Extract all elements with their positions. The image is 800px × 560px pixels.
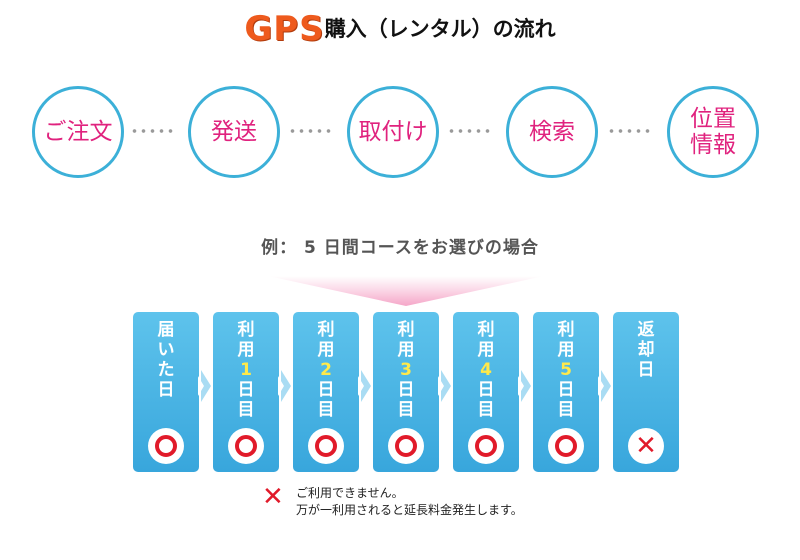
cross-icon: ✕ [262, 482, 284, 512]
example-caption: 例： 5 日間コースをお選びの場合 [261, 238, 539, 258]
dotted-connector [130, 129, 174, 133]
day-char: 用 [477, 340, 495, 360]
note-line-1: ご利用できません。 [296, 486, 404, 500]
chevron-right-icon [518, 370, 531, 402]
circle-icon [315, 435, 337, 457]
dotted-connector [288, 129, 332, 133]
day-char: 日 [237, 380, 255, 400]
day-char: 用 [397, 340, 415, 360]
step-label: 発送 [211, 118, 257, 145]
page-title: GPS購入（レンタル）の流れ [0, 12, 800, 46]
day-char: た [157, 360, 175, 380]
cross-icon: ✕ [635, 431, 657, 461]
note-line-2: 万が一利用されると延長料金発生します。 [296, 503, 523, 517]
day-char: 利 [317, 320, 335, 340]
dotted-connector [607, 129, 651, 133]
mark-badge [308, 428, 344, 464]
chevron-right-icon [598, 370, 611, 402]
step-shipping: 発送 [188, 86, 280, 178]
funnel-arrow [268, 276, 544, 306]
day-label: 返却日 [613, 320, 679, 380]
mark-badge [148, 428, 184, 464]
day-char: 日 [477, 380, 495, 400]
day-char: 目 [317, 400, 335, 420]
dotted-connector [447, 129, 491, 133]
day-number: 5 [560, 360, 572, 380]
day-char: 日 [397, 380, 415, 400]
step-label: 取付け [358, 118, 428, 145]
chevron-right-icon [278, 370, 291, 402]
day-char: 日 [157, 380, 175, 400]
day-char: い [157, 340, 175, 360]
circle-icon [475, 435, 497, 457]
day-char: 日 [317, 380, 335, 400]
step-install: 取付け [347, 86, 439, 178]
day-char: 目 [477, 400, 495, 420]
mark-badge [468, 428, 504, 464]
title-rest: 購入（レンタル）の流れ [324, 17, 556, 41]
step-location: 位置 情報 [667, 86, 759, 178]
day-char: 却 [637, 340, 655, 360]
mark-badge [548, 428, 584, 464]
day-char: 返 [637, 320, 655, 340]
chevron-right-icon [198, 370, 211, 402]
day-number: 1 [240, 360, 252, 380]
flow-steps: ご注文 発送 取付け 検索 位置 情報 [0, 86, 800, 178]
day-number: 2 [320, 360, 332, 380]
day-char: 用 [317, 340, 335, 360]
day-char: 利 [237, 320, 255, 340]
day-char: 目 [237, 400, 255, 420]
circle-icon [155, 435, 177, 457]
title-brand: GPS [244, 9, 325, 49]
mark-badge [388, 428, 424, 464]
chevron-right-icon [358, 370, 371, 402]
return-day-note: ✕ ご利用できません。 万が一利用されると延長料金発生します。 [262, 482, 592, 522]
day-char: 日 [637, 360, 655, 380]
circle-icon [555, 435, 577, 457]
day-char: 利 [557, 320, 575, 340]
day-char: 届 [157, 320, 175, 340]
step-label: 位置 情報 [690, 105, 736, 158]
day-char: 用 [237, 340, 255, 360]
day-box: 届いた日 [133, 312, 199, 472]
step-label: ご注文 [43, 118, 113, 145]
day-char: 利 [477, 320, 495, 340]
step-search: 検索 [506, 86, 598, 178]
circle-icon [395, 435, 417, 457]
mark-badge [228, 428, 264, 464]
day-number: 3 [400, 360, 412, 380]
step-label: 検索 [529, 118, 575, 145]
day-box: 返却日 ✕ [613, 312, 679, 472]
day-char: 日 [557, 380, 575, 400]
chevron-right-icon [438, 370, 451, 402]
mark-badge: ✕ [628, 428, 664, 464]
day-char: 目 [557, 400, 575, 420]
day-char: 目 [397, 400, 415, 420]
step-order: ご注文 [32, 86, 124, 178]
day-char: 用 [557, 340, 575, 360]
day-label: 届いた日 [133, 320, 199, 400]
circle-icon [235, 435, 257, 457]
day-char: 利 [397, 320, 415, 340]
day-number: 4 [480, 360, 492, 380]
